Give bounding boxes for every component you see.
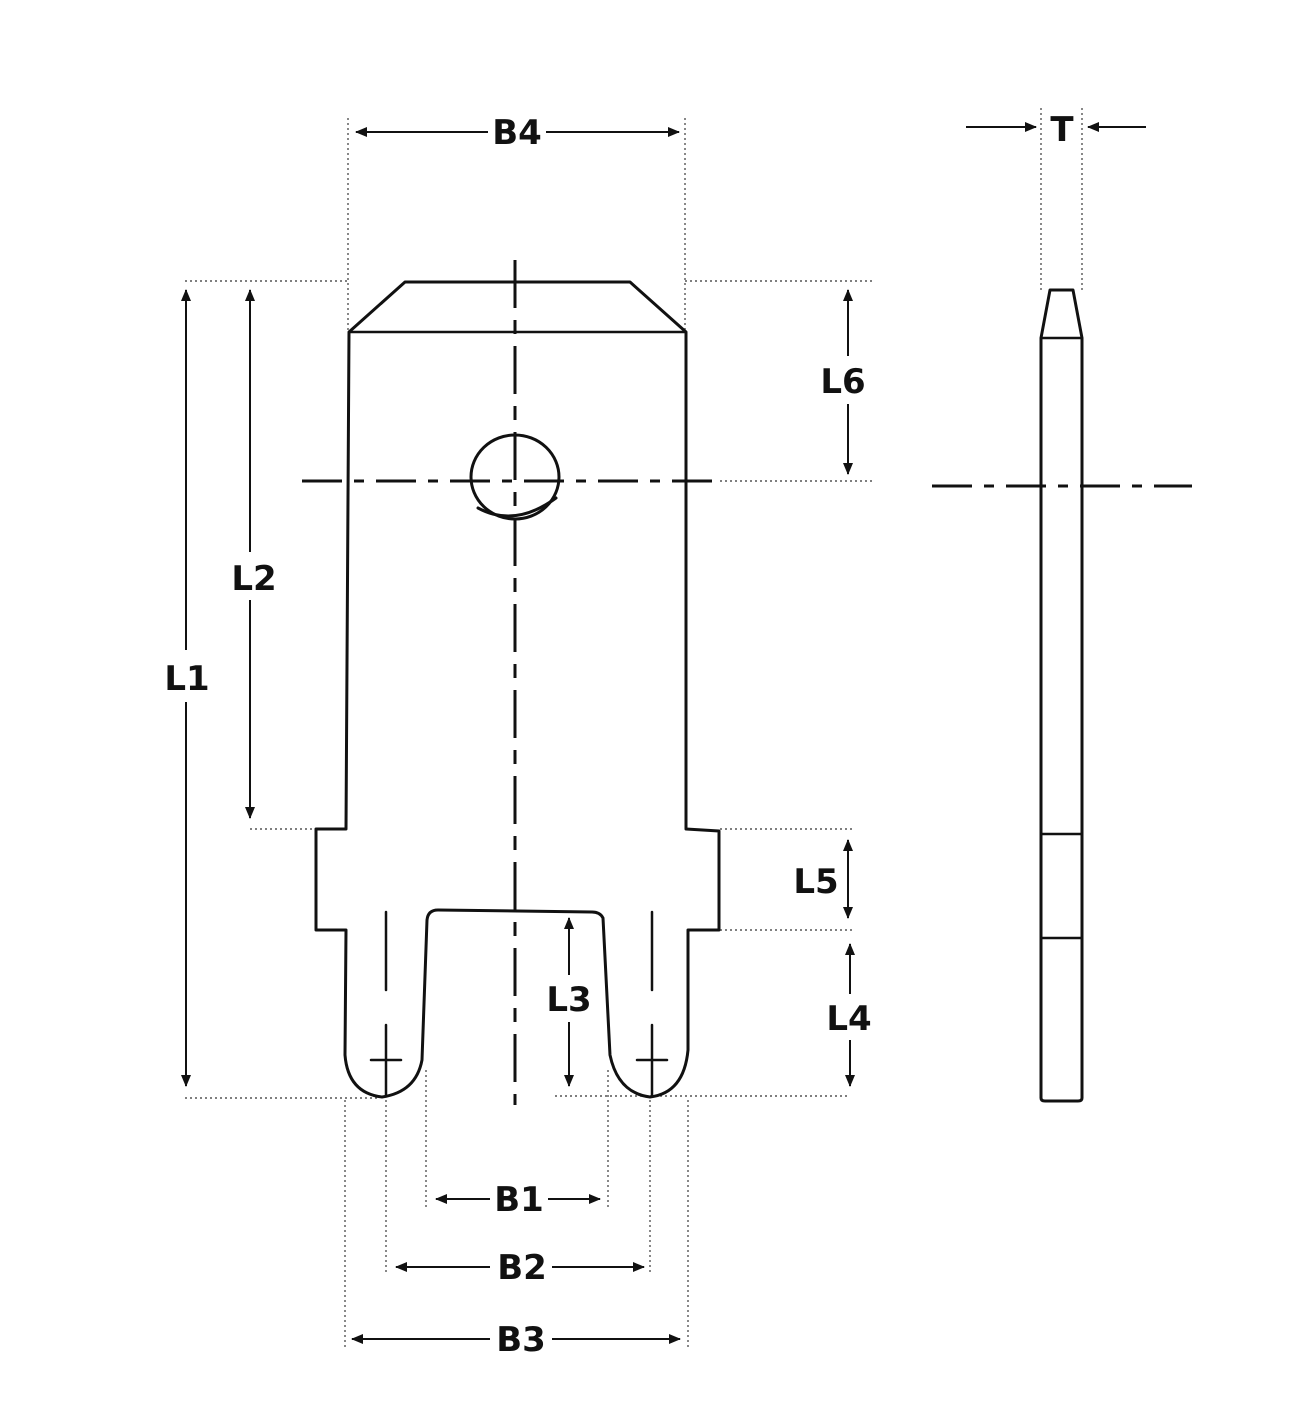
extension-lines	[185, 108, 1083, 1350]
tab-outline	[314, 280, 721, 1099]
label-l4: L4	[826, 999, 871, 1039]
side-view	[932, 288, 1192, 1103]
label-t: T	[1050, 110, 1074, 150]
label-l6: L6	[820, 362, 865, 402]
label-l2: L2	[231, 559, 276, 599]
label-b3: B3	[496, 1320, 546, 1360]
label-l5: L5	[793, 862, 838, 902]
label-b4: B4	[492, 113, 542, 153]
dimension-lines	[181, 122, 1146, 1344]
label-b1: B1	[494, 1180, 544, 1220]
label-l3: L3	[546, 980, 591, 1020]
label-l1: L1	[164, 659, 209, 699]
label-b2: B2	[497, 1248, 547, 1288]
pin-centerlines	[369, 910, 669, 1097]
